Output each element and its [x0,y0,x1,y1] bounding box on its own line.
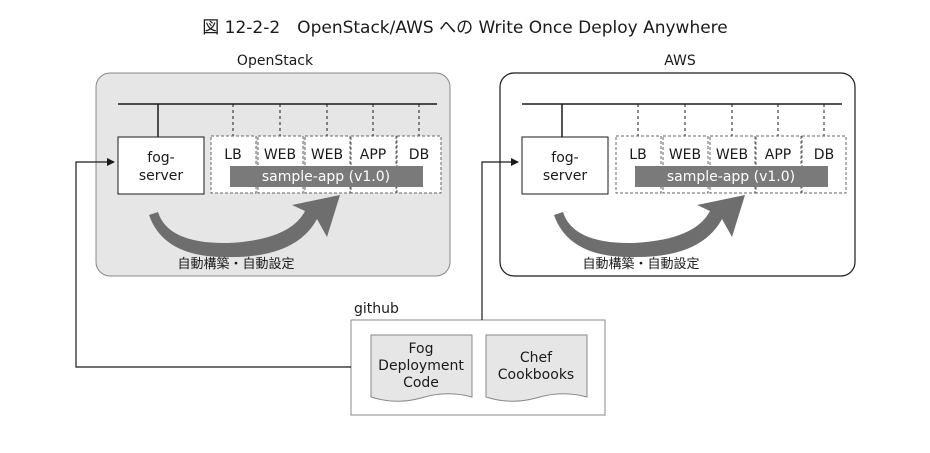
tier-label: WEB [716,147,748,163]
tier-label: WEB [264,147,296,163]
cloud-name-aws: AWS [664,53,696,69]
figure-title: 図 12-2-2 OpenStack/AWS への Write Once Dep… [202,18,728,38]
tier-label: WEB [669,147,701,163]
tier-label: WEB [311,147,343,163]
app-bar-aws [635,166,828,187]
tier-label: LB [224,147,241,163]
provision-arrow-aws [554,195,745,258]
doc-label-line: Chef [520,350,553,366]
tier-label: APP [360,147,386,163]
document-icon [485,334,588,402]
cloud-name-openstack: OpenStack [237,53,314,69]
document-icon [370,334,473,402]
doc-label-line: Fog [408,341,433,357]
doc-label-line: Code [403,375,439,391]
doc-label-line: Deployment [378,358,464,374]
fog-server-label-line1: fog- [147,150,174,166]
auto-provision-caption: 自動構築・自動設定 [177,256,294,272]
fog-server-label-line2: server [139,168,184,184]
github-panel: github Fog Deployment Code Chef Cookbook… [350,301,606,416]
fog-server-box-openstack [117,136,205,195]
doc-label-line: Cookbooks [498,367,574,383]
github-label: github [354,301,399,317]
fog-server-label-line2: server [543,168,588,184]
connector-github-to-aws [481,158,519,320]
tier-label: LB [629,147,646,163]
tier-links-aws [637,104,825,136]
app-bar-label: sample-app (v1.0) [262,169,390,185]
tier-label: DB [814,147,834,163]
fog-server-box-aws [521,136,609,195]
cloud-panel-aws: AWS fog- server LB WEB WEB APP DB sample… [499,53,856,277]
tier-label: APP [765,147,791,163]
cloud-panel-openstack: OpenStack fog- server LB WEB WEB APP DB [95,53,451,277]
tier-label: DB [409,147,429,163]
app-bar-openstack [230,166,423,187]
auto-provision-caption: 自動構築・自動設定 [582,256,699,272]
app-bar-label: sample-app (v1.0) [667,169,795,185]
provision-arrow-openstack [149,195,340,258]
fog-server-label-line1: fog- [551,150,578,166]
tier-links-openstack [232,104,420,136]
connector-github-to-openstack [75,158,351,368]
